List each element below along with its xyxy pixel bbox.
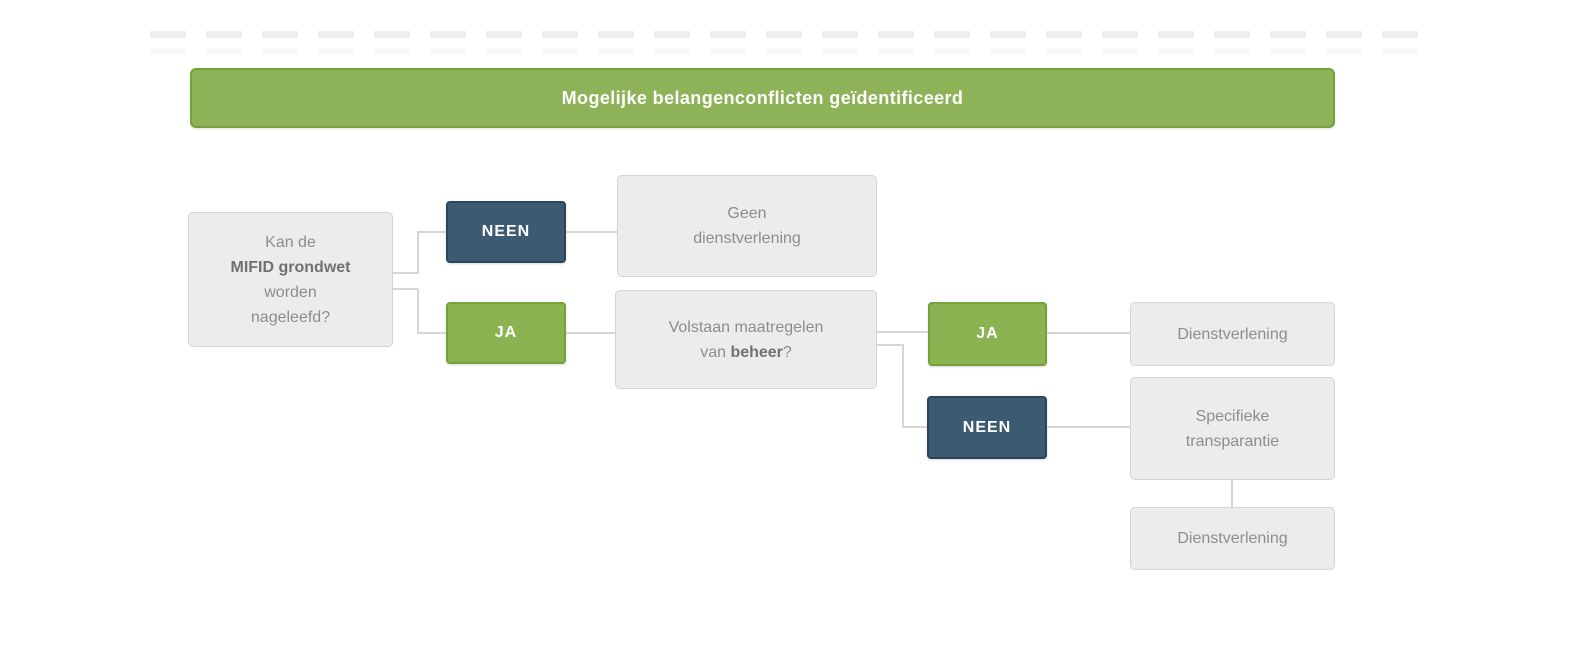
connector-beheer-neen2-horizontal <box>902 426 927 428</box>
node-specifieke-transparantie-line2: transparantie <box>1185 432 1280 450</box>
connector-beheer-neen2-vertical <box>902 345 904 428</box>
connector-mifid-neen1-horizontal <box>417 231 446 233</box>
node-question-beheer: Volstaan maatregelen van beheer? <box>615 290 877 389</box>
node-decision-neen-1: NEEN <box>446 201 566 263</box>
connector-mifid-ja1-stub <box>392 288 418 290</box>
connector-beheer-neen2-stub <box>877 344 904 346</box>
connector-neen2-specifieke <box>1047 426 1130 428</box>
node-question-mifid-line4: nageleefd? <box>250 308 331 326</box>
node-question-beheer-line2: van beheer? <box>700 340 792 365</box>
node-question-mifid-line3: worden <box>264 283 317 301</box>
node-question-mifid-line1: Kan de <box>265 233 316 251</box>
node-decision-ja-1-label: JA <box>494 324 518 341</box>
connector-ja2-dienst-top <box>1047 332 1130 334</box>
node-geen-dienstverlening-line2: dienstverlening <box>693 230 801 247</box>
header-title: Mogelijke belangenconflicten geïdentific… <box>561 87 964 108</box>
node-question-beheer-line2-bold: beheer <box>730 343 783 361</box>
node-question-beheer-line2-suffix: ? <box>782 343 792 361</box>
node-question-beheer-line2-prefix: van <box>700 343 731 361</box>
connector-mifid-neen1-vertical <box>417 231 419 274</box>
node-question-mifid: Kan de MIFID grondwet worden nageleefd? <box>188 212 393 347</box>
node-dienstverlening-bottom-label: Dienstverlening <box>1177 530 1288 547</box>
connector-ja1-beheer <box>566 332 615 334</box>
node-dienstverlening-bottom: Dienstverlening <box>1130 507 1335 570</box>
node-decision-ja-2-label: JA <box>976 325 999 342</box>
node-specifieke-transparantie-line1: Specifieke <box>1195 407 1270 425</box>
node-decision-ja-2: JA <box>928 302 1047 366</box>
connector-neen1-geen <box>566 231 617 233</box>
connector-mifid-neen1-stub <box>392 272 418 274</box>
connector-beheer-ja2 <box>877 331 928 333</box>
node-decision-neen-2: NEEN <box>927 396 1047 459</box>
connector-mifid-ja1-vertical <box>417 289 419 334</box>
connector-specifieke-dienst-bottom <box>1231 480 1233 507</box>
node-dienstverlening-top-label: Dienstverlening <box>1177 325 1288 343</box>
node-question-mifid-line2: MIFID grondwet <box>230 258 351 276</box>
node-dienstverlening-top: Dienstverlening <box>1130 302 1335 366</box>
node-decision-ja-1: JA <box>446 302 566 364</box>
header-banner: Mogelijke belangenconflicten geïdentific… <box>190 68 1335 128</box>
node-specifieke-transparantie: Specifieke transparantie <box>1130 377 1335 480</box>
node-geen-dienstverlening: Geen dienstverlening <box>617 175 877 277</box>
top-artifact-strip <box>150 31 1435 38</box>
connector-mifid-ja1-horizontal <box>417 332 446 334</box>
node-question-beheer-line1: Volstaan maatregelen <box>668 318 824 336</box>
node-decision-neen-1-label: NEEN <box>481 223 531 240</box>
top-artifact-strip-faint <box>150 48 1435 54</box>
node-decision-neen-2-label: NEEN <box>962 418 1012 436</box>
node-geen-dienstverlening-line1: Geen <box>727 205 767 222</box>
